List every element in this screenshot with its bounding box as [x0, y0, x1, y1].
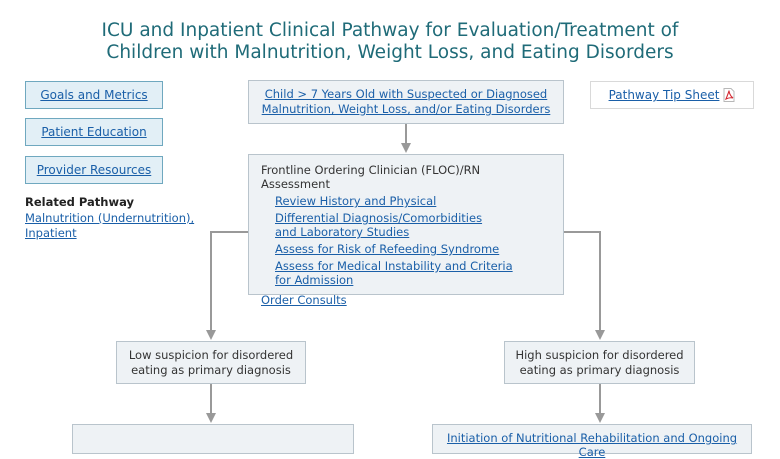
start-criteria-box[interactable]: Child > 7 Years Old with Suspected or Di… — [248, 80, 564, 124]
assessment-heading: Frontline Ordering Clinician (FLOC)/RN A… — [261, 163, 481, 191]
arrow-assessment-to-low — [206, 231, 248, 340]
refeeding-risk-link[interactable]: Assess for Risk of Refeeding Syndrome — [275, 242, 500, 256]
provider-resources-link[interactable]: Provider Resources — [36, 163, 152, 177]
start-criteria-line2[interactable]: Malnutrition, Weight Loss, and/or Eating… — [261, 102, 551, 116]
differential-diagnosis-link[interactable]: Differential Diagnosis/Comorbidities and… — [275, 211, 483, 239]
page-title-line1: ICU and Inpatient Clinical Pathway for E… — [101, 20, 679, 41]
start-criteria-line1[interactable]: Child > 7 Years Old with Suspected or Di… — [264, 87, 548, 101]
nutritional-rehabilitation-box[interactable]: Initiation of Nutritional Rehabilitation… — [432, 424, 752, 459]
floc-rn-assessment-box: Frontline Ordering Clinician (FLOC)/RN A… — [248, 154, 564, 307]
low-suspicion-line2: eating as primary diagnosis — [131, 362, 291, 377]
nutritional-rehabilitation-link[interactable]: Initiation of Nutritional Rehabilitation… — [446, 431, 738, 459]
goals-and-metrics-link[interactable]: Goals and Metrics — [40, 88, 148, 102]
page-title: ICU and Inpatient Clinical Pathway for E… — [0, 20, 780, 64]
pdf-icon — [723, 88, 735, 102]
provider-resources-button[interactable]: Provider Resources — [25, 156, 163, 184]
pathway-tip-sheet-button[interactable]: Pathway Tip Sheet — [590, 81, 754, 109]
low-suspicion-box: Low suspicion for disordered eating as p… — [116, 341, 306, 384]
high-suspicion-line2: eating as primary diagnosis — [519, 362, 680, 377]
related-pathway-heading: Related Pathway — [25, 195, 134, 209]
high-suspicion-line1: High suspicion for disordered — [515, 347, 684, 362]
related-pathway-container: Malnutrition (Undernutrition), Inpatient — [25, 211, 215, 241]
order-consults-link[interactable]: Order Consults — [261, 293, 347, 307]
pathway-tip-sheet-link[interactable]: Pathway Tip Sheet — [608, 88, 720, 102]
arrow-assessment-to-high — [564, 231, 605, 340]
flow-connectors — [206, 124, 605, 423]
review-history-link[interactable]: Review History and Physical — [275, 194, 437, 208]
patient-education-button[interactable]: Patient Education — [25, 118, 163, 146]
medical-instability-link[interactable]: Assess for Medical Instability and Crite… — [275, 259, 513, 287]
bottom-left-box — [72, 424, 354, 454]
patient-education-link[interactable]: Patient Education — [41, 125, 147, 139]
high-suspicion-box: High suspicion for disordered eating as … — [504, 341, 695, 384]
page-title-line2: Children with Malnutrition, Weight Loss,… — [106, 42, 674, 63]
goals-and-metrics-button[interactable]: Goals and Metrics — [25, 81, 163, 109]
related-pathway-link[interactable]: Malnutrition (Undernutrition), Inpatient — [25, 211, 195, 240]
low-suspicion-line1: Low suspicion for disordered — [128, 347, 294, 362]
